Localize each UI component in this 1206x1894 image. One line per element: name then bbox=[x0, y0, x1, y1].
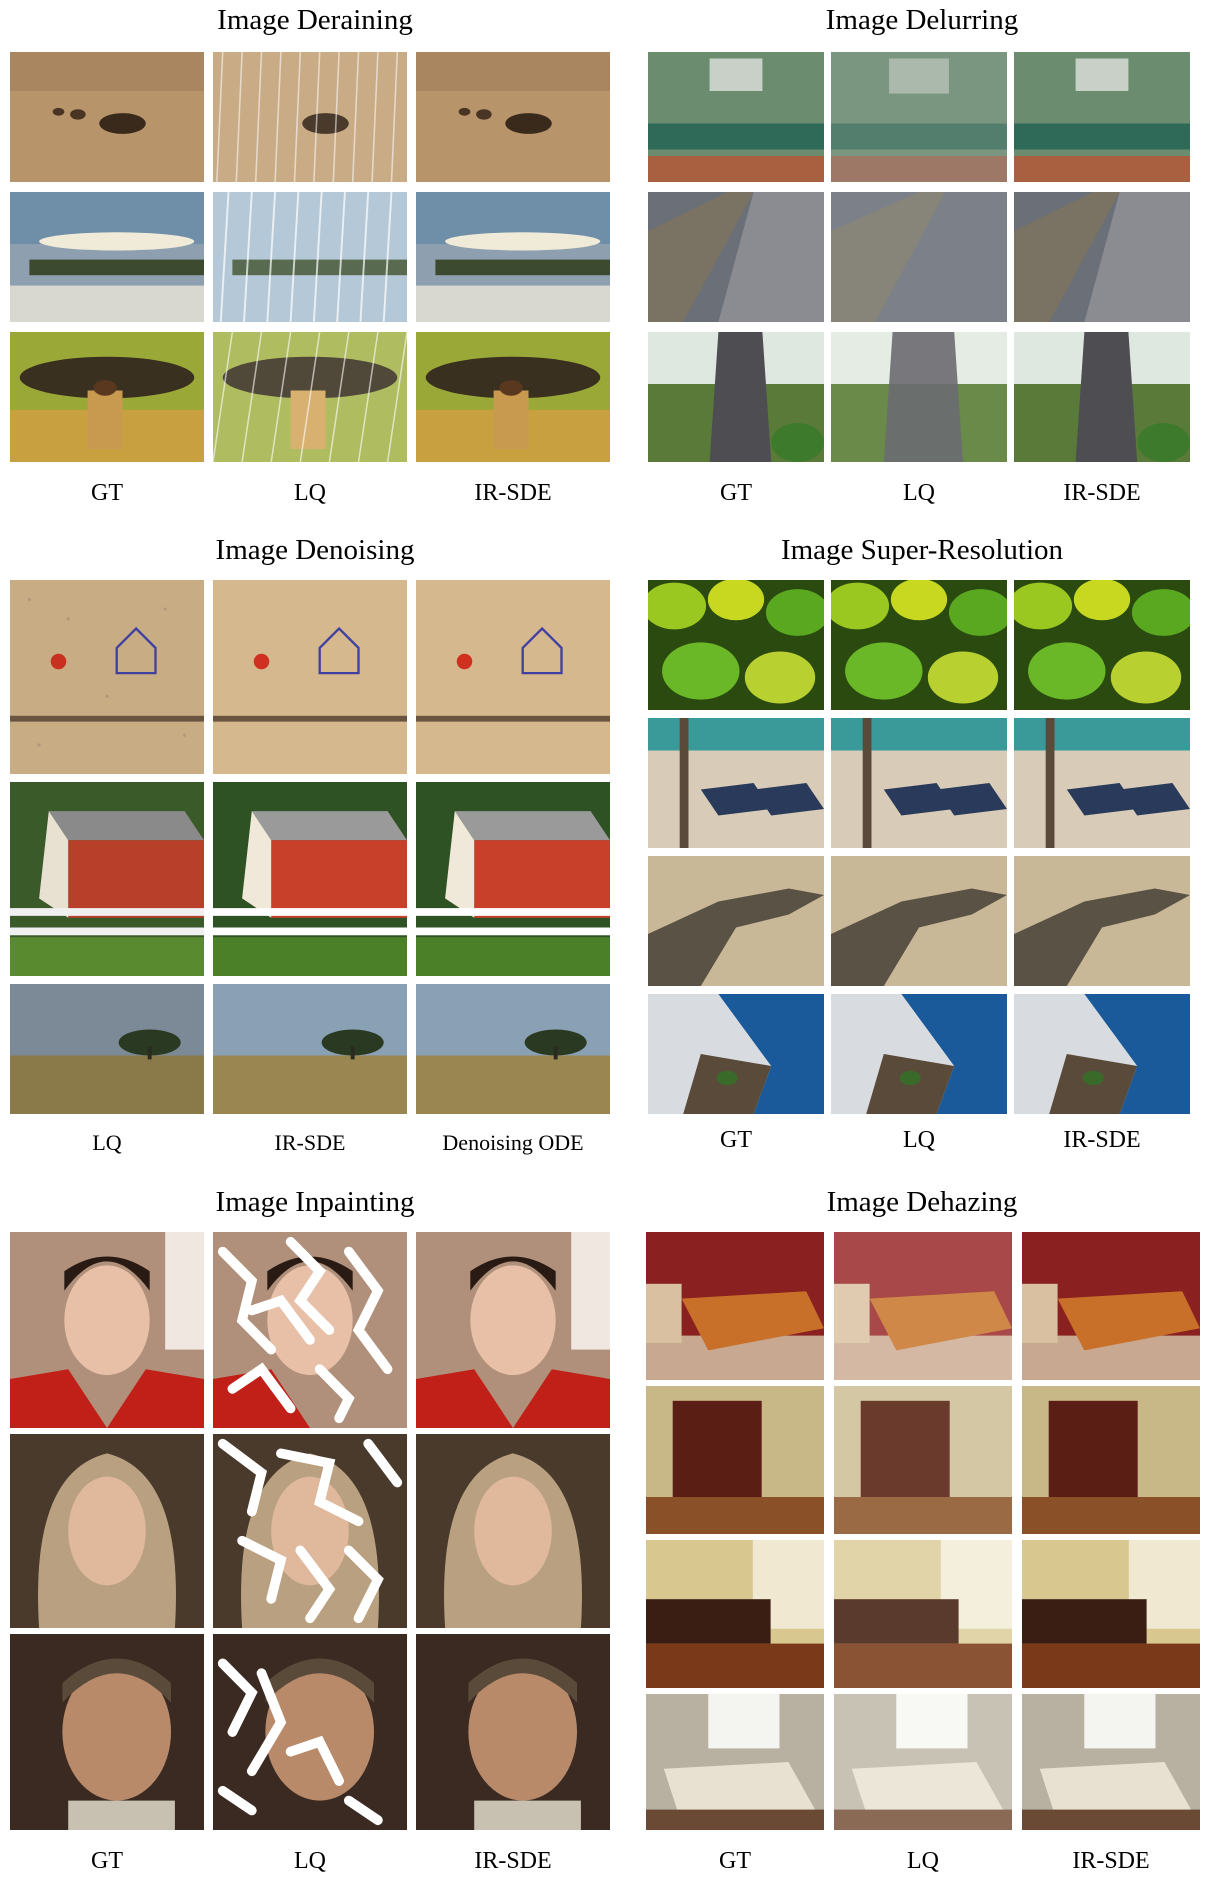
inpainting-col-label-1: GT bbox=[91, 1848, 123, 1874]
deblurring-gt-street-sign bbox=[648, 52, 824, 182]
denoising-col-label-3: Denoising ODE bbox=[442, 1130, 584, 1155]
inpainting-gt-face-short-hair bbox=[10, 1232, 204, 1428]
deblurring-col-label-1: GT bbox=[720, 480, 752, 506]
denoising-title: Image Denoising bbox=[215, 534, 415, 566]
deblurring-irsde-street-sign bbox=[1014, 52, 1190, 182]
sr-col-label-3: IR-SDE bbox=[1063, 1127, 1141, 1153]
dehazing-lq-dining-table bbox=[834, 1232, 1012, 1380]
dehazing-col-label-3: IR-SDE bbox=[1072, 1848, 1150, 1874]
deraining-col-label-1: GT bbox=[91, 480, 123, 506]
dehazing-irsde-kitchen-table bbox=[1022, 1694, 1200, 1830]
denoising-lq-child-drawing bbox=[10, 580, 204, 774]
deraining-irsde-train-viaduct bbox=[416, 192, 610, 322]
deraining-gt-train-viaduct bbox=[10, 192, 204, 322]
dehazing-lq-kitchen-table bbox=[834, 1694, 1012, 1830]
deblurring-lq-tree-trunk bbox=[831, 332, 1007, 462]
deblurring-lq-stone-steps bbox=[831, 192, 1007, 322]
denoising-ode-child-drawing bbox=[416, 580, 610, 774]
dehazing-irsde-dining-room bbox=[1022, 1540, 1200, 1688]
sr-gt-limes bbox=[648, 580, 824, 710]
dehazing-title: Image Dehazing bbox=[826, 1186, 1018, 1218]
deraining-gt-field-animals bbox=[10, 52, 204, 182]
inpainting-col-label-2: LQ bbox=[294, 1848, 326, 1874]
sr-gt-crocodile bbox=[648, 856, 824, 986]
deraining-col-label-3: IR-SDE bbox=[474, 480, 552, 506]
denoising-lq-red-covered-bridge bbox=[10, 782, 204, 976]
dehazing-gt-kitchen-table bbox=[646, 1694, 824, 1830]
sr-gt-coastal-town bbox=[648, 994, 824, 1114]
sr-irsde-coastal-town bbox=[1014, 994, 1190, 1114]
sr-irsde-limes bbox=[1014, 580, 1190, 710]
deblurring-col-label-3: IR-SDE bbox=[1063, 480, 1141, 506]
sr-lq-beach-chairs bbox=[831, 718, 1007, 848]
dehazing-gt-dining-room bbox=[646, 1540, 824, 1688]
denoising-col-label-2: IR-SDE bbox=[274, 1130, 346, 1155]
inpainting-col-label-3: IR-SDE bbox=[474, 1848, 552, 1874]
deraining-col-label-2: LQ bbox=[294, 480, 326, 506]
dehazing-lq-dining-room bbox=[834, 1540, 1012, 1688]
deraining-irsde-field-animals bbox=[416, 52, 610, 182]
inpainting-gt-face-long-hair bbox=[10, 1434, 204, 1628]
inpainting-irsde-face-short-hair bbox=[416, 1232, 610, 1428]
denoising-irsde-red-covered-bridge bbox=[213, 782, 407, 976]
denoising-ode-savanna-tree bbox=[416, 984, 610, 1114]
deraining-lq-field-animals bbox=[213, 52, 407, 182]
deblurring-col-label-2: LQ bbox=[903, 480, 935, 506]
deraining-irsde-child-umbrella bbox=[416, 332, 610, 462]
inpainting-title: Image Inpainting bbox=[215, 1186, 415, 1218]
deblurring-gt-stone-steps bbox=[648, 192, 824, 322]
sr-lq-coastal-town bbox=[831, 994, 1007, 1114]
deblurring-irsde-stone-steps bbox=[1014, 192, 1190, 322]
deblurring-title: Image Delurring bbox=[825, 4, 1019, 36]
dehazing-gt-cabinet bbox=[646, 1386, 824, 1534]
inpainting-irsde-face-man bbox=[416, 1634, 610, 1830]
dehazing-gt-dining-table bbox=[646, 1232, 824, 1380]
denoising-col-label-1: LQ bbox=[92, 1130, 122, 1155]
sr-col-label-1: GT bbox=[720, 1127, 752, 1153]
denoising-lq-savanna-tree bbox=[10, 984, 204, 1114]
sr-irsde-beach-chairs bbox=[1014, 718, 1190, 848]
sr-lq-limes bbox=[831, 580, 1007, 710]
deraining-gt-child-umbrella bbox=[10, 332, 204, 462]
inpainting-irsde-face-long-hair bbox=[416, 1434, 610, 1628]
sr-gt-beach-chairs bbox=[648, 718, 824, 848]
deraining-lq-train-viaduct bbox=[213, 192, 407, 322]
sr-col-label-2: LQ bbox=[903, 1127, 935, 1153]
deraining-title: Image Deraining bbox=[217, 4, 413, 36]
inpainting-gt-face-man bbox=[10, 1634, 204, 1830]
dehazing-irsde-dining-table bbox=[1022, 1232, 1200, 1380]
denoising-irsde-savanna-tree bbox=[213, 984, 407, 1114]
inpainting-lq-face-man bbox=[213, 1634, 407, 1830]
deblurring-irsde-tree-trunk bbox=[1014, 332, 1190, 462]
dehazing-col-label-1: GT bbox=[719, 1848, 751, 1874]
dehazing-lq-cabinet bbox=[834, 1386, 1012, 1534]
inpainting-lq-face-short-hair bbox=[213, 1232, 407, 1428]
dehazing-irsde-cabinet bbox=[1022, 1386, 1200, 1534]
sr-irsde-crocodile bbox=[1014, 856, 1190, 986]
super-resolution-title: Image Super-Resolution bbox=[780, 534, 1064, 566]
dehazing-col-label-2: LQ bbox=[907, 1848, 939, 1874]
sr-lq-crocodile bbox=[831, 856, 1007, 986]
deblurring-lq-street-sign bbox=[831, 52, 1007, 182]
deblurring-gt-tree-trunk bbox=[648, 332, 824, 462]
deraining-lq-child-umbrella bbox=[213, 332, 407, 462]
inpainting-lq-face-long-hair bbox=[213, 1434, 407, 1628]
denoising-ode-red-covered-bridge bbox=[416, 782, 610, 976]
denoising-irsde-child-drawing bbox=[213, 580, 407, 774]
